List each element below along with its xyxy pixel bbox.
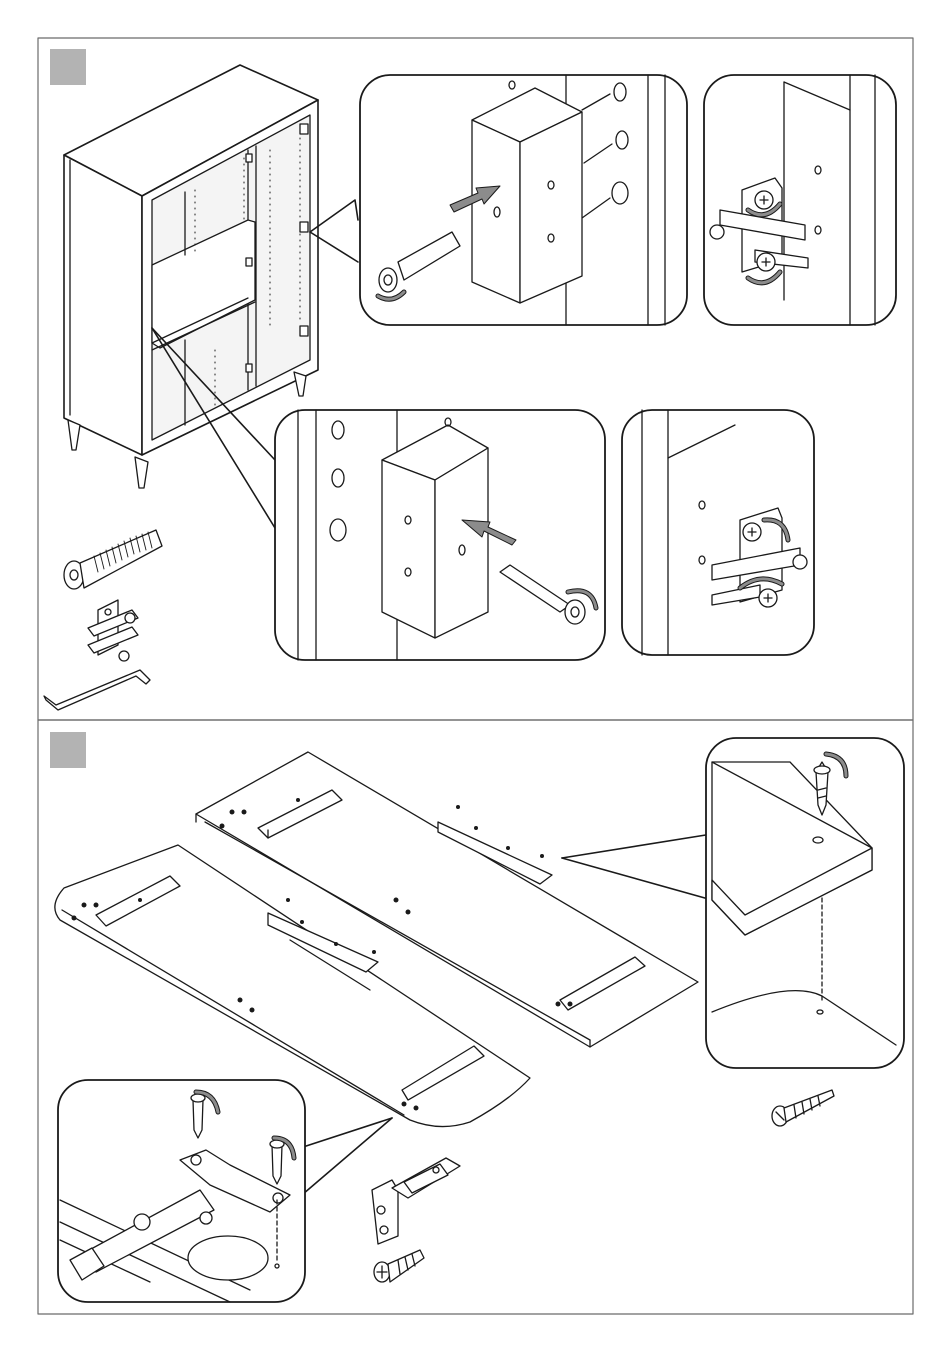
detail-hinge-plate-bottom <box>622 410 814 655</box>
connector-bolt-icon <box>64 530 162 589</box>
detail-bolt-block-bottom <box>275 410 605 660</box>
step-2-panel <box>38 720 913 1314</box>
detail-door-hinge <box>58 1080 305 1302</box>
detail-hinge-plate-top <box>704 75 896 325</box>
detail-strip-screw <box>706 738 904 1068</box>
step-2-marker <box>50 732 86 768</box>
wood-screw-icon <box>772 1090 834 1126</box>
hinge-mounting-plate-icon <box>88 600 138 661</box>
step-1-marker <box>50 49 86 85</box>
countersunk-screw-icon <box>374 1250 424 1282</box>
step-1-panel <box>38 38 913 720</box>
allen-key-icon <box>44 670 150 710</box>
detail-bolt-block-top <box>360 75 687 325</box>
cabinet-hinge-icon <box>372 1158 460 1244</box>
